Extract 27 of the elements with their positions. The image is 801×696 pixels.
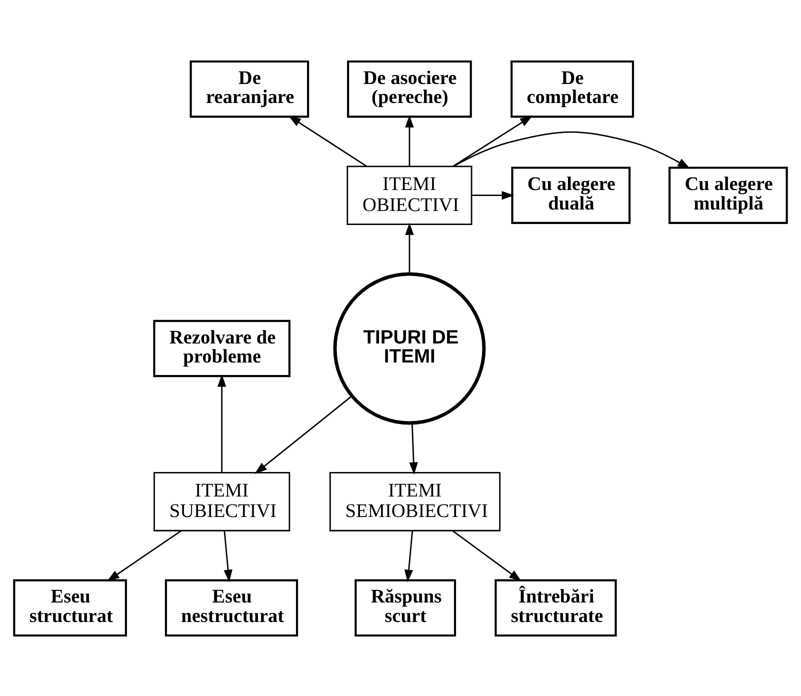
node-box: Eseu structurat	[13, 578, 127, 636]
arrow	[107, 530, 182, 581]
node-box: De rearanjare	[190, 60, 310, 118]
arrow	[404, 530, 414, 582]
arrow	[409, 422, 418, 474]
arrow	[452, 530, 522, 581]
node-box: Răspuns scurt	[354, 578, 456, 636]
arrow	[452, 115, 533, 166]
node-circle: TIPURI DE ITEMI	[333, 272, 486, 424]
arrow	[288, 115, 367, 166]
node-box: De completare	[510, 60, 634, 118]
arrow	[472, 190, 514, 200]
arrow	[405, 114, 414, 166]
node-box: Întrebări structurate	[494, 578, 617, 636]
node-box: Eseu nestructurat	[164, 578, 298, 636]
node-box: Cu alegere duală	[511, 166, 631, 224]
node-box: ITEMI SEMIOBIECTIVI	[329, 471, 501, 531]
arrow	[254, 395, 352, 474]
arrow	[217, 374, 226, 472]
arrow	[224, 530, 232, 582]
node-box: ITEMI SUBIECTIVI	[154, 471, 290, 531]
node-box: Cu alegere multiplă	[668, 166, 788, 224]
arrow	[453, 130, 690, 168]
node-box: ITEMI OBIECTIVI	[346, 165, 472, 225]
arrow	[405, 222, 414, 274]
node-box: Rezolvare de probleme	[153, 319, 290, 377]
node-box: De asociere (pereche)	[347, 60, 472, 118]
